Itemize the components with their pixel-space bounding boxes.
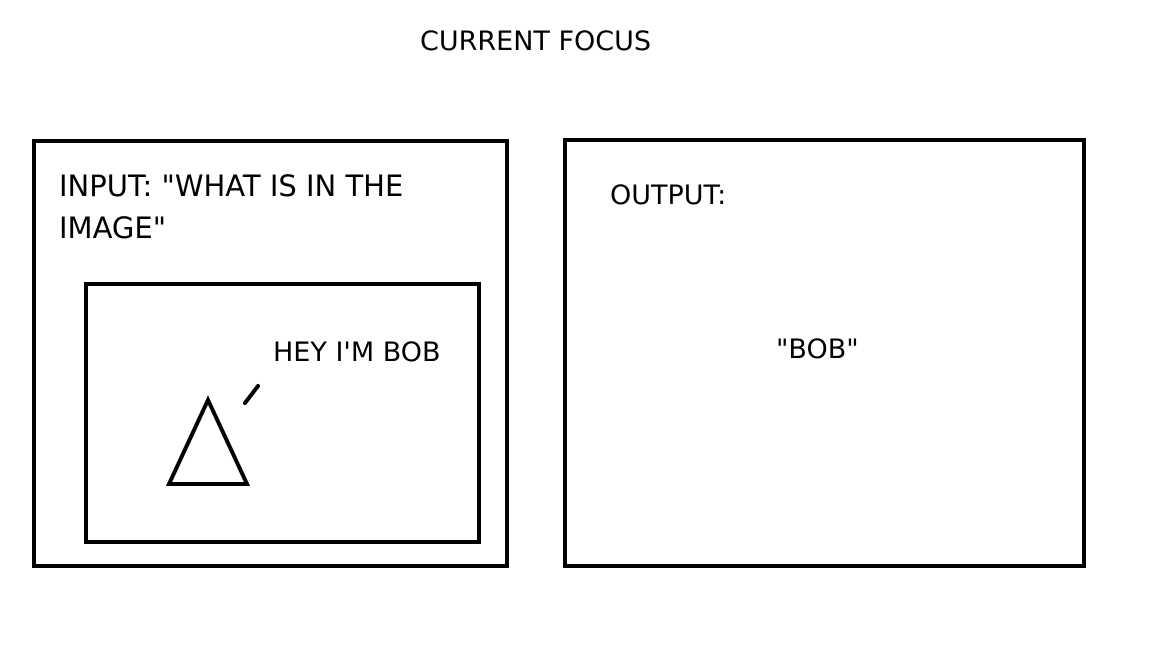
input-image-frame: HEY I'M BOB: [84, 282, 481, 544]
diagram-title: CURRENT FOCUS: [420, 26, 652, 57]
triangle-person-icon: [165, 395, 251, 486]
input-prompt: INPUT: "WHAT IS IN THE IMAGE": [59, 169, 404, 245]
output-value: "BOB": [776, 334, 859, 365]
input-panel: INPUT: "WHAT IS IN THE IMAGE" HEY I'M BO…: [32, 139, 509, 568]
speech-line-icon: [243, 384, 260, 405]
output-label: OUTPUT:: [610, 180, 727, 211]
bob-figure: [165, 384, 260, 486]
output-panel: OUTPUT: "BOB": [563, 138, 1086, 568]
speech-text: HEY I'M BOB: [273, 337, 441, 368]
